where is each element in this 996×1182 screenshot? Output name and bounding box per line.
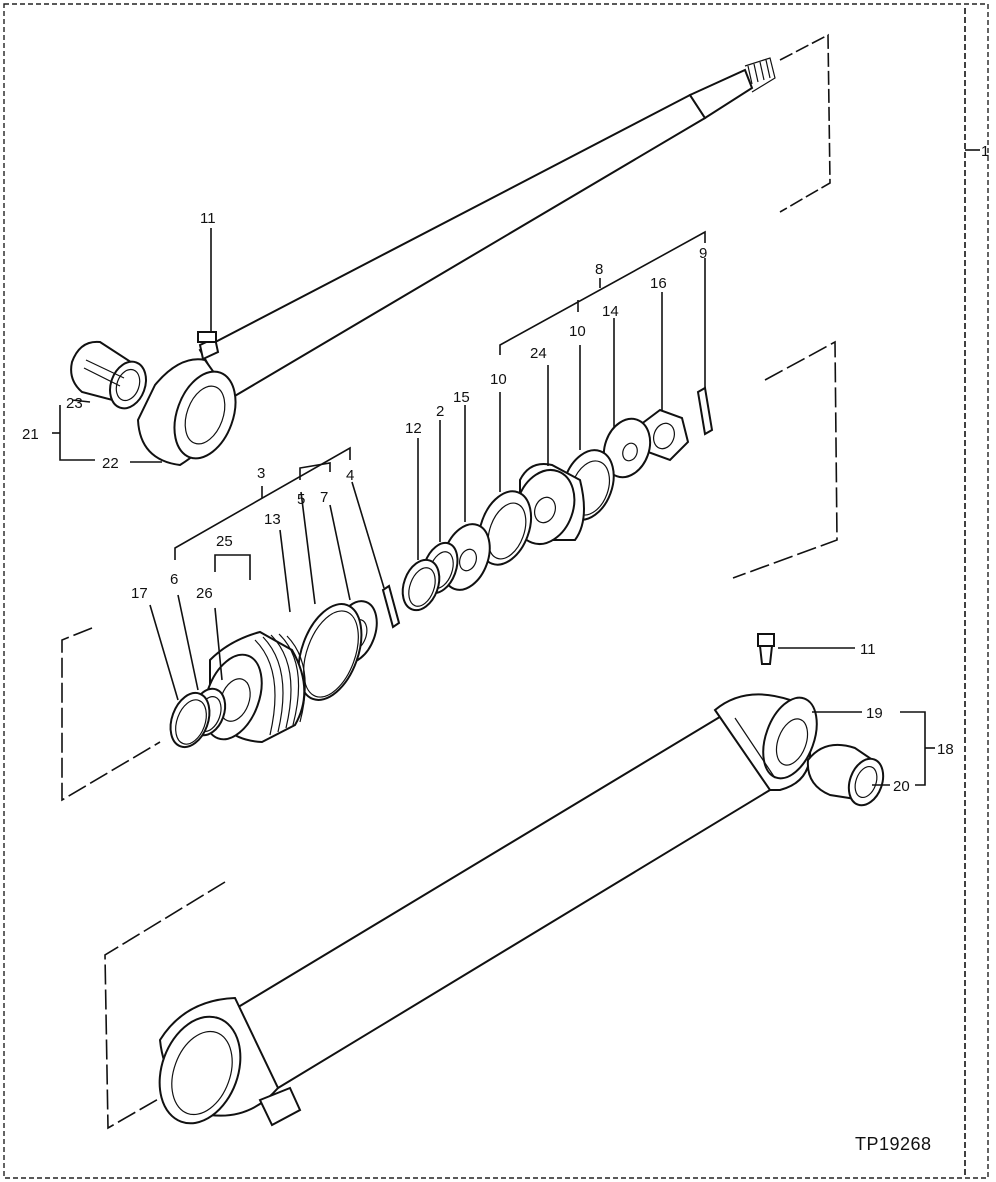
snap-ring — [169, 691, 211, 749]
washer — [602, 417, 652, 479]
break-line-guide — [61, 627, 161, 802]
bushing-barrel-end — [806, 744, 885, 807]
callout-11a: 11 — [200, 210, 216, 227]
callout-11b: 11 — [860, 641, 876, 658]
cylinder-barrel — [158, 693, 818, 1127]
callout-3: 3 — [257, 465, 265, 482]
piston-ring — [401, 558, 441, 612]
bracket-5-7 — [299, 462, 331, 480]
callout-leader-4 — [351, 481, 385, 589]
cotter-pin — [696, 386, 714, 436]
break-line-barrel — [104, 881, 226, 1130]
callout-26: 26 — [196, 585, 213, 602]
callout-17: 17 — [131, 585, 148, 602]
callout-7: 7 — [320, 489, 328, 506]
callout-12: 12 — [405, 420, 422, 437]
callout-6: 6 — [170, 571, 178, 588]
grease-fitting-rod — [197, 331, 220, 361]
callout-9: 9 — [699, 245, 707, 262]
callout-21: 21 — [22, 426, 39, 443]
callout-10a: 10 — [490, 371, 507, 388]
bracket-8 — [499, 230, 706, 355]
callout-20: 20 — [893, 778, 910, 795]
callout-10b: 10 — [569, 323, 586, 340]
bushing-rod-end — [70, 340, 147, 410]
page-border — [3, 3, 989, 1179]
callout-4: 4 — [346, 467, 354, 484]
callout-19: 19 — [866, 705, 883, 722]
callout-leader-7 — [329, 504, 351, 601]
callout-leader-26 — [214, 607, 223, 681]
piston-rod — [136, 57, 776, 467]
bracket-25 — [214, 554, 251, 580]
callout-24: 24 — [530, 345, 547, 362]
callout-25: 25 — [216, 533, 233, 550]
retaining-wire — [381, 584, 401, 629]
callout-1: 1 — [981, 143, 989, 160]
grease-fitting-barrel — [757, 633, 775, 665]
seal-ring-left — [477, 490, 533, 566]
callout-23: 23 — [66, 395, 83, 412]
callout-5: 5 — [297, 491, 305, 508]
callout-leader-17 — [149, 604, 179, 701]
break-line-piston — [732, 340, 838, 579]
callout-16: 16 — [650, 275, 667, 292]
callout-leader-6 — [177, 594, 199, 691]
bracket-21 — [59, 405, 95, 461]
callout-15: 15 — [453, 389, 470, 406]
callout-2: 2 — [436, 403, 444, 420]
callout-22: 22 — [102, 455, 119, 472]
drawing-code: TP19268 — [855, 1134, 932, 1154]
callout-13: 13 — [264, 511, 281, 528]
callout-leader-5 — [300, 491, 316, 605]
callout-8: 8 — [595, 261, 603, 278]
o-ring — [297, 603, 363, 701]
break-line-rod — [779, 33, 831, 213]
callout-18: 18 — [937, 741, 954, 758]
callout-leader-13 — [279, 529, 291, 613]
callout-14: 14 — [602, 303, 619, 320]
callout-leader-23 — [71, 399, 91, 403]
